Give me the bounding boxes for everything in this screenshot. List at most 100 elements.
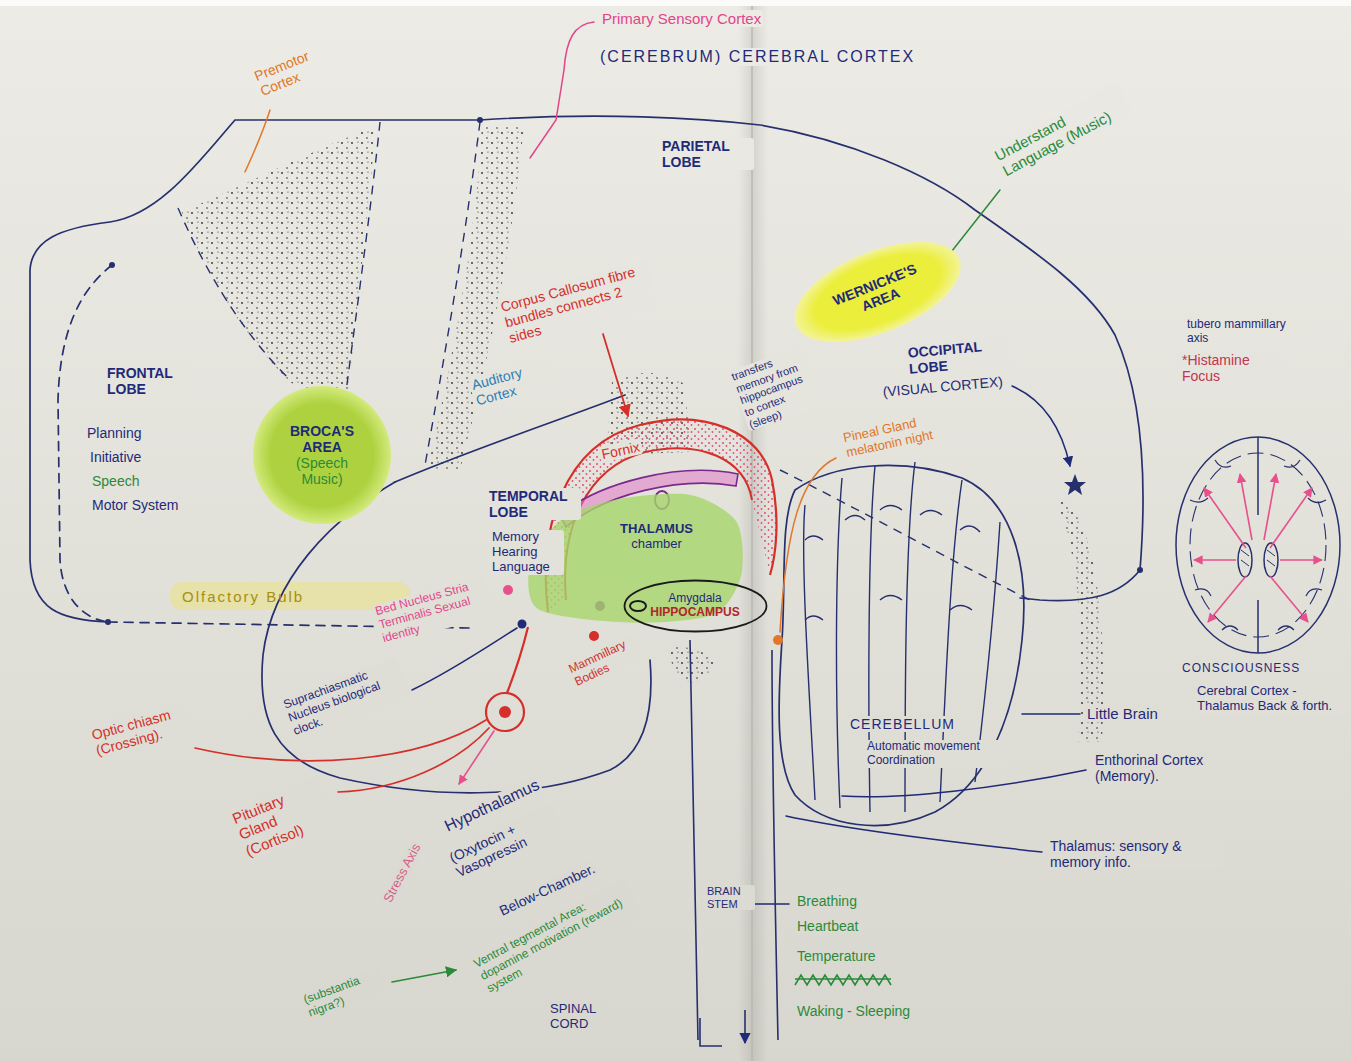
radiating-arrow [1280,559,1322,561]
annotation-text: Heartbeat [795,918,860,934]
strike-scribble [795,975,891,985]
annotation-text: CONSCIOUSNESS [1180,662,1302,676]
axial-slice [1176,437,1340,653]
axial-slice [1176,437,1340,653]
brainstem-drawing [744,1010,746,1043]
hippocampus-outline: AmygdalaHIPPOCAMPUS [623,579,768,633]
axial-slice [1264,543,1278,577]
outline-dot [105,117,1143,625]
radiating-arrow [1208,576,1246,622]
annotation-text: SPINAL CORD [548,1002,612,1032]
stippled-cortex [668,646,716,682]
leader-line [392,970,456,982]
annotation-text: (substantia nigra?) [300,966,388,1021]
annotation-text: PARIETAL LOBE [660,138,754,170]
region-label: BROCA'S AREA [283,423,361,455]
radiating-arrow [1204,488,1246,548]
axial-slice [1241,550,1275,566]
annotation-text: OCCIPITAL LOBE [905,336,1011,377]
annotation-text: Cerebral Cortex - Thalamus Back & forth. [1195,684,1347,714]
leader-line [786,816,1042,852]
outline-dot [477,117,483,123]
limbic-structures [486,420,776,731]
annotation-text: Temperature [795,948,878,964]
annotation-text: Planning [85,425,144,441]
brainstem-drawing [700,1018,722,1046]
annotation-text: BRAIN STEM [705,885,755,910]
region-label: Amygdala [650,592,739,606]
annotation-text: Memory Hearing Language [490,530,564,575]
annotation-text: Suprachiasmatic Nucleus biological clock… [280,658,411,739]
marker-dot [518,620,527,629]
axial-slice [1190,460,1326,630]
annotation-text: Thalamus: sensory & memory info. [1048,838,1222,870]
axial-slice [1257,437,1259,653]
radiating-arrow [1240,474,1252,540]
annotation-text: Speech [90,473,141,489]
brainstem-drawing [690,640,778,1046]
axial-slice [1238,543,1252,577]
annotation-text: Ventral tegmental Area: dopamine motivat… [470,878,643,996]
annotation-text: Primary Sensory Cortex [600,10,763,27]
strike-scribble [795,975,891,985]
leader-line [753,903,789,905]
leader-line [195,22,1086,982]
cerebellum-drawing [779,462,1024,825]
leader-line [412,628,517,690]
radiating-arrow [1270,576,1308,622]
occipital-marker [1064,474,1086,495]
annotation-text: Breathing [795,893,859,909]
brain-outline [30,116,1143,622]
leader-line [603,334,628,416]
annotation-text: Auditory Cortex [468,356,557,409]
marker-dot [773,635,783,645]
annotation-text: Enthorinal Cortex (Memory). [1093,752,1209,784]
annotation-text: Motor System [90,497,180,513]
annotation-text: tubero mammillary axis [1185,318,1311,346]
region-label: HIPPOCAMPUS [650,606,739,620]
leader-line [1022,713,1080,715]
leader-line [245,110,270,172]
region-outline [624,581,766,632]
annotation-text: Pituitary Gland (Cortisol) [228,776,336,860]
small-structure [630,601,646,611]
annotation-text: (VISUAL CORTEX) [880,373,1006,400]
leader-line [948,190,1000,256]
annotation-text: Understand Language (Music) [990,82,1133,180]
annotation-text: Premotor Cortex [250,39,340,100]
marker-dot [503,585,513,595]
radiating-arrow [1194,559,1236,561]
stippled-cortex [182,126,376,394]
lobe-boundary [425,122,480,465]
annotation-text: (CEREBRUM) CEREBRAL CORTEX [598,48,917,66]
annotation-text: TEMPORAL LOBE [487,488,581,520]
brainstem-drawing [772,650,778,1040]
leader-line [530,22,594,158]
annotation-text: Pineal Gland melatonin night [840,408,958,461]
lobe-boundary [780,470,1030,600]
radiating-arrow [1194,474,1322,622]
cerebellum-drawing [779,466,1024,826]
leader-line [1012,386,1070,466]
cerebellum-drawing [805,506,980,621]
limbic-structures [499,706,511,718]
marker-dot [589,631,599,641]
leader-line [195,720,486,761]
leader-line [780,458,836,632]
region-label: THALAMUS [620,522,693,537]
brain-outline [58,265,112,622]
region-label: chamber [620,537,693,552]
annotation-text: Corpus Callosum fibre bundles connects 2… [497,260,658,346]
brain-outline [30,116,1143,793]
outline-dot [105,619,111,625]
region-label: (Speech Music) [283,455,361,487]
annotation-text: Fornix [598,438,643,463]
annotation-text: transfers memory from hippocampus to cor… [728,346,821,431]
stippled-cortex [182,124,1103,742]
leader-line [842,770,1086,797]
highlighted-area: BROCA'S AREA(Speech Music) [252,385,392,525]
annotation-text: Stress Axis [380,840,425,907]
